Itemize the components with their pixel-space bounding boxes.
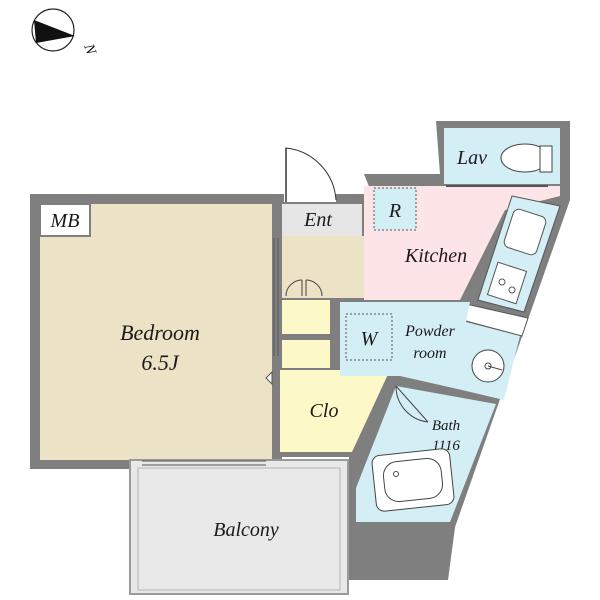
entrance-label: Ent [303,209,332,231]
storage-upper [282,300,330,334]
wall-wedge [348,520,456,580]
bedroom-size: 6.5J [141,350,180,375]
balcony [129,459,349,595]
closet [280,370,390,452]
refrigerator [373,187,417,231]
bathtub[interactable] [371,448,455,512]
balcony-inner-rail [137,467,341,591]
refrigerator-label: R [388,200,401,222]
washer-label: W [361,328,380,350]
entrance [282,204,362,236]
powder-room-label-line1: Powder [404,323,456,340]
bedroom-name: Bedroom [120,320,200,345]
balcony-label: Balcony [213,519,279,541]
storage-mid [282,340,330,368]
mb-label: MB [50,210,80,232]
bath-door[interactable] [395,385,429,423]
hall-cabinet[interactable] [282,276,328,298]
bedroom-door[interactable] [265,238,279,386]
washbasin[interactable] [471,349,505,383]
north-arrow-icon [31,8,75,52]
washer [345,313,393,361]
mb-box [39,203,91,237]
bedroom [40,204,272,460]
entry-door[interactable] [284,132,337,202]
powder-room-label-line2: room [413,345,446,362]
north-label: N [80,41,99,58]
balcony-window[interactable] [142,460,266,466]
kitchen-label: Kitchen [404,245,467,267]
kitchen-counter[interactable] [477,195,561,313]
lavatory-label: Lav [456,147,487,169]
closet-label: Clo [310,400,339,422]
bath-name: Bath [432,418,460,434]
toilet[interactable] [500,143,553,173]
